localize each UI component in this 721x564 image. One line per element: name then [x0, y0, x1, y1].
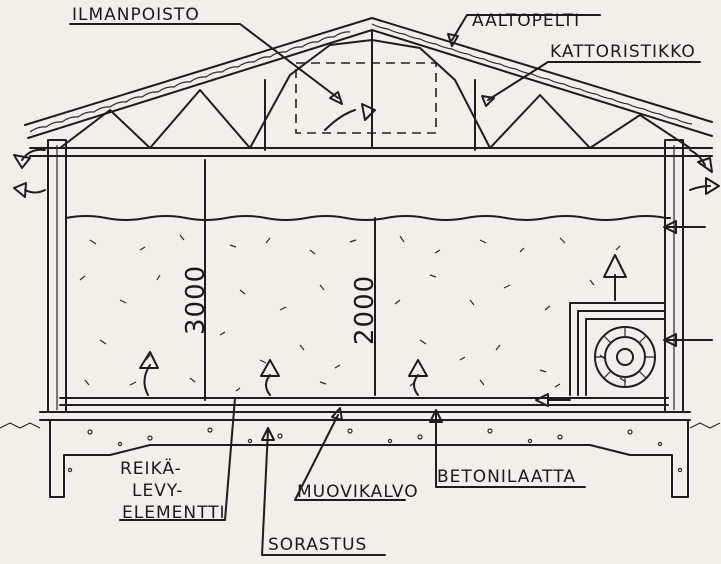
label-muovikalvo: MUOVIKALVO — [297, 482, 419, 502]
leader-lines — [69, 14, 701, 556]
dimension-2000: 2000 — [350, 275, 380, 345]
fan-unit — [569, 302, 666, 396]
grain-mass — [65, 215, 671, 392]
air-flow-arrow-icon — [265, 374, 271, 396]
roof-truss — [29, 29, 713, 157]
label-aaltopelti: AALTOPELTI — [472, 11, 580, 31]
truss-web-left — [59, 89, 251, 149]
grain-texture — [79, 234, 627, 392]
label-levy: LEVY- — [132, 481, 183, 501]
corrugation-left — [29, 31, 351, 133]
label-sorastus: SORASTUS — [268, 535, 367, 555]
air-flow-arrow-icon — [143, 364, 151, 396]
label-elementti: ELEMENTTI — [122, 503, 226, 523]
air-flow-arrow-icon — [689, 185, 711, 191]
air-flow-arrow-icon — [324, 109, 356, 131]
roof — [24, 17, 713, 139]
truss-web-center-right — [371, 39, 491, 149]
label-kattoristikko: KATTORISTIKKO — [550, 42, 696, 62]
air-flow-arrow-icon — [21, 148, 46, 161]
gravel-texture — [67, 427, 683, 473]
label-betonilaatta: BETONILAATTA — [437, 467, 576, 487]
floor — [0, 397, 721, 498]
corrugation-right — [371, 23, 693, 125]
air-flow-arrow-icon — [689, 149, 706, 166]
grain-surface — [65, 215, 671, 221]
truss-web-center-left — [249, 39, 373, 149]
concrete-slab-and-footings — [49, 419, 689, 498]
label-reika: REIKÄ- — [120, 458, 182, 479]
truss-web-right — [489, 94, 691, 149]
dimension-3000: 3000 — [181, 265, 211, 335]
ventilation-duct-outline — [295, 62, 437, 134]
air-flow-arrows — [13, 103, 720, 407]
air-flow-arrow-icon — [24, 189, 46, 194]
roof-top-line — [24, 17, 713, 126]
ground-line — [0, 422, 721, 429]
air-flow-arrow-icon — [413, 374, 419, 396]
label-ilmanpoisto: ILMANPOISTO — [72, 5, 200, 25]
